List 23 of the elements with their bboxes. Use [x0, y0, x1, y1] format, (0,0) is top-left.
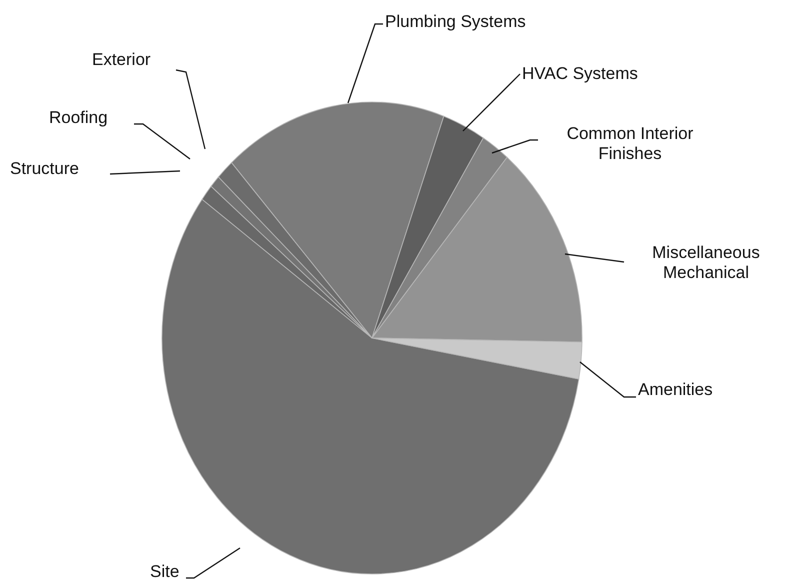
slice-label: Exterior [92, 50, 151, 70]
slice-label: Plumbing Systems [385, 12, 535, 32]
leader-line [176, 69, 206, 150]
slice-label: Amenities [638, 380, 713, 400]
leader-line [134, 123, 190, 160]
slice-label: Miscellaneous Mechanical [626, 243, 785, 283]
slice-label: Structure [10, 159, 79, 179]
slice-label: HVAC Systems [522, 64, 638, 84]
leader-line [580, 362, 636, 398]
pie-slice [231, 102, 444, 338]
slice-label: Roofing [49, 108, 108, 128]
leader-line [347, 23, 383, 104]
leader-line [186, 548, 240, 579]
pie-slice [372, 156, 582, 342]
leader-line [462, 74, 520, 132]
leader-line [564, 253, 624, 263]
pie-slice [372, 338, 582, 380]
slice-label: Common Interior Finishes [540, 124, 720, 164]
slice-label: Site [150, 562, 180, 582]
leader-line [492, 139, 538, 154]
leader-line [110, 170, 180, 175]
pie-slice [372, 138, 508, 338]
pie-slice [372, 116, 484, 338]
